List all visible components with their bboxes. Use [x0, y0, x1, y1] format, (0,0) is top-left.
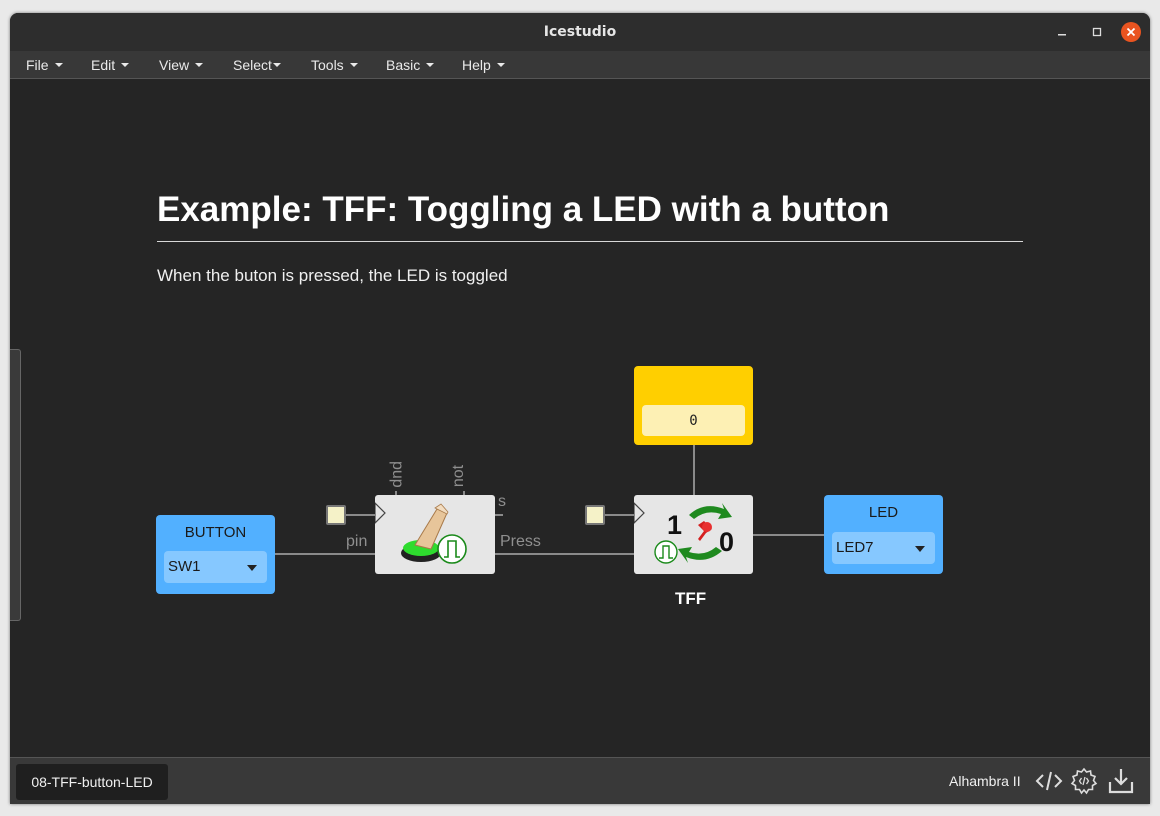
settings-gear-icon[interactable]: [1069, 766, 1099, 796]
design-canvas[interactable]: Example: TFF: Toggling a LED with a butt…: [10, 79, 1150, 757]
chevron-down-icon: [426, 63, 435, 68]
wire-press-to-tff[interactable]: [495, 553, 635, 555]
menu-help[interactable]: Help: [462, 57, 505, 73]
chevron-down-icon: [121, 63, 130, 68]
menu-file[interactable]: File: [26, 57, 63, 73]
wire-param-press: [344, 514, 375, 516]
button-pin-value: SW1: [168, 558, 201, 575]
menu-tools[interactable]: Tools: [311, 57, 358, 73]
description-text: When the buton is pressed, the LED is to…: [157, 266, 508, 285]
menu-basic[interactable]: Basic: [386, 57, 435, 73]
title-divider: [157, 241, 1023, 242]
port-label-press: Press: [500, 533, 541, 550]
toggle-icon: [633, 501, 732, 564]
code-icon[interactable]: [1034, 766, 1064, 796]
port-label-s: s: [498, 493, 506, 510]
chevron-down-icon: [195, 63, 204, 68]
port-label-not: not: [450, 464, 467, 488]
led-pin-select[interactable]: LED7: [832, 532, 935, 564]
chevron-down-icon: [496, 63, 505, 68]
menu-select[interactable]: Select: [233, 57, 281, 73]
status-bar: 08-TFF-button-LED Alhambra II: [10, 757, 1150, 804]
maximize-icon: [1092, 27, 1102, 37]
param-port-tff[interactable]: [585, 505, 605, 525]
title-bar: Icestudio: [10, 13, 1150, 51]
constant-value[interactable]: 0: [642, 405, 745, 436]
port-label-pup: pup: [389, 461, 406, 488]
chevron-down-icon: [54, 63, 63, 68]
board-name[interactable]: Alhambra II: [949, 773, 1021, 789]
led-output-block[interactable]: LED LED7: [824, 495, 943, 574]
tff-module[interactable]: 1 0: [633, 495, 753, 574]
minimize-button[interactable]: [1052, 22, 1072, 42]
chevron-down-icon: [272, 63, 281, 68]
close-icon: [1126, 27, 1136, 37]
page-title: Example: TFF: Toggling a LED with a butt…: [157, 190, 890, 229]
menu-bar: File Edit View Select Tools Basic Help: [10, 51, 1150, 79]
param-port-press[interactable]: [326, 505, 346, 525]
window-title: Icestudio: [543, 24, 617, 40]
wire-param-tff: [603, 514, 635, 516]
led-block-label: LED: [868, 504, 899, 521]
tff-digit-one: 1: [667, 510, 683, 540]
minimize-icon: [1058, 34, 1066, 36]
side-panel-handle[interactable]: [10, 349, 21, 621]
button-input-block[interactable]: BUTTON SW1: [156, 515, 275, 594]
chevron-down-icon: [247, 565, 257, 571]
constant-block[interactable]: 0: [634, 366, 753, 445]
maximize-button[interactable]: [1087, 22, 1107, 42]
menu-view[interactable]: View: [159, 57, 204, 73]
menu-edit[interactable]: Edit: [91, 57, 130, 73]
button-pin-select[interactable]: SW1: [164, 551, 267, 583]
port-label-pin: pin: [346, 533, 368, 550]
wire-tff-to-led[interactable]: [753, 534, 825, 536]
chevron-down-icon: [349, 63, 358, 68]
button-block-label: BUTTON: [184, 524, 247, 541]
tff-digit-zero: 0: [719, 527, 735, 557]
finger-press-icon: [374, 501, 467, 564]
led-pin-value: LED7: [836, 539, 874, 556]
wire-s: [495, 514, 503, 516]
tff-block-name: TFF: [675, 589, 707, 608]
chevron-down-icon: [915, 546, 925, 552]
close-button[interactable]: [1121, 22, 1141, 42]
download-icon[interactable]: [1106, 766, 1136, 796]
file-tab[interactable]: 08-TFF-button-LED: [16, 764, 168, 800]
wire-button-to-press[interactable]: [275, 553, 375, 555]
wire-constant-to-tff[interactable]: [693, 445, 695, 495]
button-press-module[interactable]: [374, 495, 495, 574]
app-window: Icestudio File Edit View Select Tools Ba…: [10, 13, 1150, 804]
